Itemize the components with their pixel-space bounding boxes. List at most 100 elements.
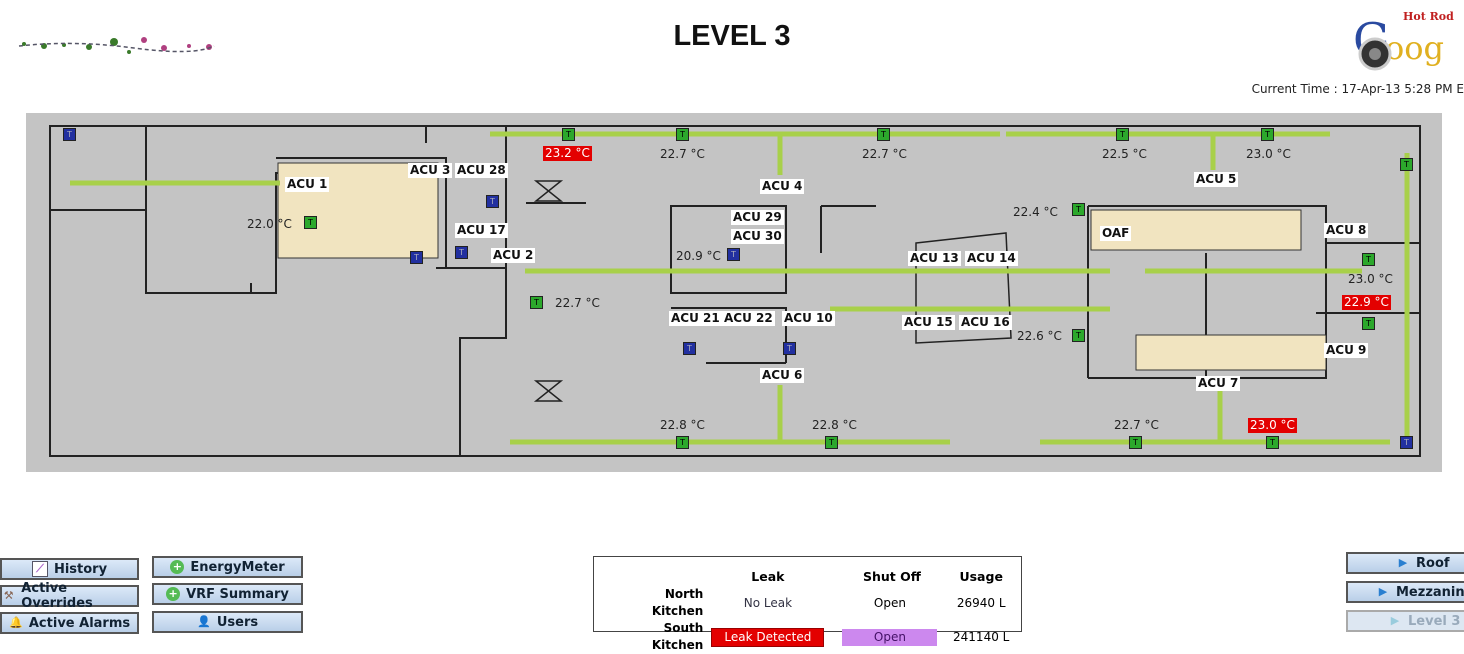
vrf-summary-button[interactable]: + VRF Summary (152, 583, 303, 605)
temperature-alarm: 23.0 °C (1248, 418, 1297, 433)
usage-header: Usage (959, 569, 1003, 584)
floor-plan-drawing (49, 125, 1421, 457)
unit-controller-icon[interactable]: T (455, 246, 468, 259)
plus-circle-icon: + (166, 587, 181, 601)
usage-value: 26940 L (956, 595, 1006, 610)
acu-label[interactable]: ACU 17 (455, 223, 508, 238)
temperature-sensor-icon[interactable]: T (1261, 128, 1274, 141)
active-overrides-label: Active Overrides (21, 581, 93, 611)
acu-label[interactable]: ACU 7 (1196, 376, 1241, 391)
temperature-reading: 22.7 °C (660, 147, 705, 161)
temperature-sensor-icon[interactable]: T (1129, 436, 1142, 449)
acu-label[interactable]: ACU 5 (1194, 172, 1239, 187)
svg-text:oog: oog (1385, 29, 1444, 67)
unit-controller-icon[interactable]: T (63, 128, 76, 141)
temperature-alarm: 22.9 °C (1342, 295, 1391, 310)
usage-value: 241140 L (953, 629, 1010, 644)
temperature-sensor-icon[interactable]: T (1072, 329, 1085, 342)
shutoff-status[interactable]: Open (873, 595, 906, 610)
temperature-reading: 23.0 °C (1348, 272, 1393, 286)
play-arrow-icon: ▶ (1398, 556, 1408, 569)
temperature-sensor-icon[interactable]: T (1072, 203, 1085, 216)
active-alarms-label: Active Alarms (28, 615, 131, 631)
acu-label[interactable]: ACU 2 (491, 248, 536, 263)
level-3-button[interactable]: ▶ Level 3 (1346, 610, 1464, 632)
shutoff-status[interactable]: Open (842, 628, 938, 646)
energymeter-label: EnergyMeter (190, 559, 285, 575)
users-button[interactable]: 👤 Users (152, 611, 303, 633)
temperature-sensor-icon[interactable]: T (676, 128, 689, 141)
temperature-reading: 22.7 °C (1114, 418, 1159, 432)
energymeter-button[interactable]: + EnergyMeter (152, 556, 303, 578)
leak-status: No Leak (743, 595, 793, 610)
temperature-sensor-icon[interactable]: T (1362, 253, 1375, 266)
mezzanine-button[interactable]: ▶ Mezzanine (1346, 581, 1464, 603)
acu-label[interactable]: ACU 10 (782, 311, 835, 326)
play-arrow-icon: ▶ (1390, 614, 1400, 627)
acu-label[interactable]: ACU 6 (760, 368, 805, 383)
current-time: Current Time : 17-Apr-13 5:28 PM E (1251, 82, 1464, 96)
acu-label[interactable]: ACU 21 (669, 311, 722, 326)
unit-controller-icon[interactable]: T (1400, 436, 1413, 449)
active-overrides-button[interactable]: ⚒ Active Overrides (0, 581, 139, 611)
acu-label[interactable]: ACU 28 (455, 163, 508, 178)
vrf-summary-label: VRF Summary (186, 586, 289, 602)
svg-text:Hot Rod: Hot Rod (1403, 10, 1454, 23)
unit-controller-icon[interactable]: T (727, 248, 740, 261)
roof-button[interactable]: ▶ Roof (1346, 552, 1464, 574)
page-title: LEVEL 3 (673, 20, 791, 52)
acu-label[interactable]: ACU 30 (731, 229, 784, 244)
chart-icon: ⟋ (31, 561, 48, 577)
temperature-reading: 20.9 °C (676, 249, 721, 263)
acu-label[interactable]: ACU 9 (1324, 343, 1369, 358)
acu-label[interactable]: OAF (1100, 226, 1132, 241)
unit-controller-icon[interactable]: T (410, 251, 423, 264)
acu-label[interactable]: ACU 14 (965, 251, 1018, 266)
acu-label[interactable]: ACU 1 (285, 177, 330, 192)
acu-label[interactable]: ACU 22 (722, 311, 775, 326)
temperature-sensor-icon[interactable]: T (1400, 158, 1413, 171)
user-icon: 👤 (197, 615, 211, 628)
active-alarms-button[interactable]: 🔔 Active Alarms (0, 612, 139, 634)
temperature-alarm: 23.2 °C (543, 146, 592, 161)
users-label: Users (216, 614, 259, 630)
temperature-sensor-icon[interactable]: T (676, 436, 689, 449)
temperature-sensor-icon[interactable]: T (1266, 436, 1279, 449)
unit-controller-icon[interactable]: T (486, 195, 499, 208)
row-name: South Kitchen (651, 621, 704, 652)
acu-label[interactable]: ACU 4 (760, 179, 805, 194)
hammer-icon: ⚒ (3, 589, 14, 602)
plus-circle-icon: + (170, 560, 185, 574)
play-arrow-icon: ▶ (1378, 585, 1388, 598)
temperature-reading: 22.4 °C (1013, 205, 1058, 219)
leak-status-alarm: Leak Detected (711, 627, 825, 647)
shutoff-header: Shut Off (862, 569, 921, 584)
temperature-sensor-icon[interactable]: T (825, 436, 838, 449)
history-button[interactable]: ⟋ History (0, 558, 139, 580)
acu-label[interactable]: ACU 29 (731, 210, 784, 225)
unit-controller-icon[interactable]: T (683, 342, 696, 355)
unit-controller-icon[interactable]: T (783, 342, 796, 355)
temperature-reading: 22.8 °C (660, 418, 705, 432)
temperature-sensor-icon[interactable]: T (304, 216, 317, 229)
acu-label[interactable]: ACU 8 (1324, 223, 1369, 238)
temperature-sensor-icon[interactable]: T (1116, 128, 1129, 141)
level-3-label: Level 3 (1408, 613, 1461, 629)
mezzanine-label: Mezzanine (1396, 584, 1464, 600)
acu-label[interactable]: ACU 3 (408, 163, 453, 178)
bell-icon: 🔔 (9, 616, 23, 629)
roof-label: Roof (1416, 555, 1450, 571)
temperature-reading: 23.0 °C (1246, 147, 1291, 161)
table-row: South Kitchen Leak Detected Open 241140 L (608, 620, 1021, 654)
acu-label[interactable]: ACU 16 (959, 315, 1012, 330)
temperature-sensor-icon[interactable]: T (877, 128, 890, 141)
history-label: History (53, 561, 108, 577)
temperature-sensor-icon[interactable]: T (562, 128, 575, 141)
temperature-sensor-icon[interactable]: T (530, 296, 543, 309)
acu-label[interactable]: ACU 15 (902, 315, 955, 330)
acu-label[interactable]: ACU 13 (908, 251, 961, 266)
temperature-sensor-icon[interactable]: T (1362, 317, 1375, 330)
